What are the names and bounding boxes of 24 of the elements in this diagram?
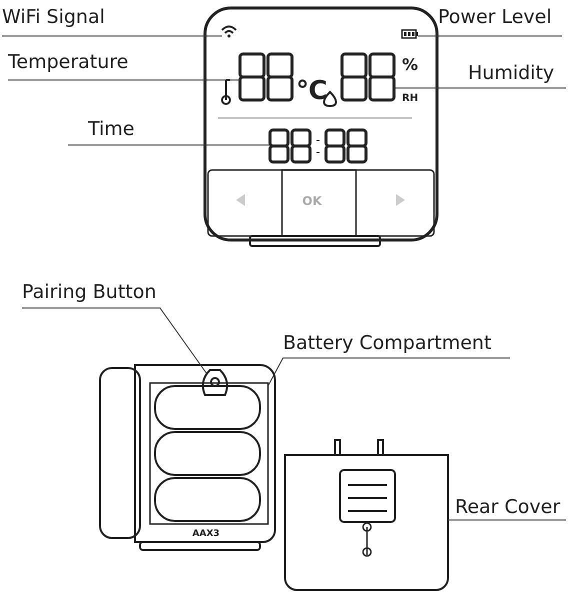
leader-line	[268, 358, 510, 386]
pairing-button	[202, 369, 228, 396]
unit-symbol: RH	[402, 93, 418, 104]
callout-label: WiFi Signal	[2, 5, 105, 29]
callout-label: Humidity	[468, 61, 554, 85]
battery-compartment	[149, 382, 269, 525]
battery-icon	[401, 29, 418, 39]
rear-cover	[284, 454, 449, 591]
digit-display	[340, 52, 396, 102]
wifi-icon	[221, 26, 237, 38]
callout-label: Battery Compartment	[283, 331, 492, 355]
callout-label: Rear Cover	[455, 495, 560, 519]
callout-label: Temperature	[8, 50, 128, 74]
callout-label: Power Level	[438, 5, 552, 29]
digit-display	[268, 128, 368, 164]
digit-display	[238, 52, 294, 102]
button-label: OK	[302, 194, 322, 208]
marking-text: AAX3	[192, 529, 220, 539]
callout-label: Pairing Button	[22, 280, 156, 304]
leader-line	[68, 144, 270, 146]
callout-label: Time	[88, 117, 134, 141]
unit-symbol: %	[402, 55, 418, 74]
unit-symbol: ℃	[296, 76, 328, 106]
leader-line	[22, 308, 208, 374]
